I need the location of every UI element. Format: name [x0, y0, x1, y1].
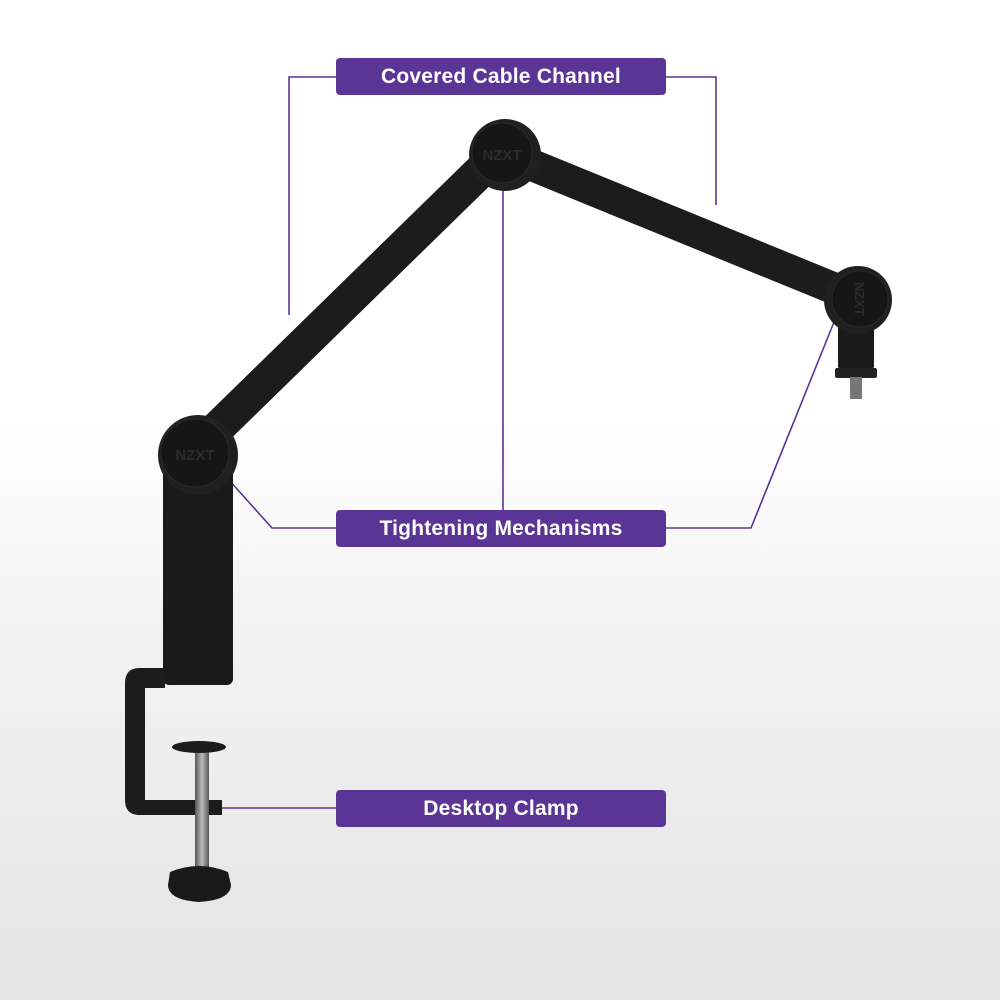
joint-top: NZXT [469, 119, 541, 191]
label-desktop-clamp: Desktop Clamp [336, 790, 666, 827]
callout-lines [222, 76, 835, 809]
joint-right: NZXT [824, 266, 892, 399]
joint-left: NZXT [158, 415, 238, 495]
arm-post [163, 455, 233, 685]
label-covered-cable-channel: Covered Cable Channel [336, 58, 666, 95]
desktop-clamp [125, 668, 231, 902]
svg-text:NZXT: NZXT [852, 282, 867, 316]
boom-arm: NZXT NZXT NZXT [158, 119, 892, 685]
svg-text:NZXT: NZXT [175, 447, 214, 464]
label-tightening-mechanisms: Tightening Mechanisms [336, 510, 666, 547]
nzxt-logo: NZXT [482, 147, 521, 164]
